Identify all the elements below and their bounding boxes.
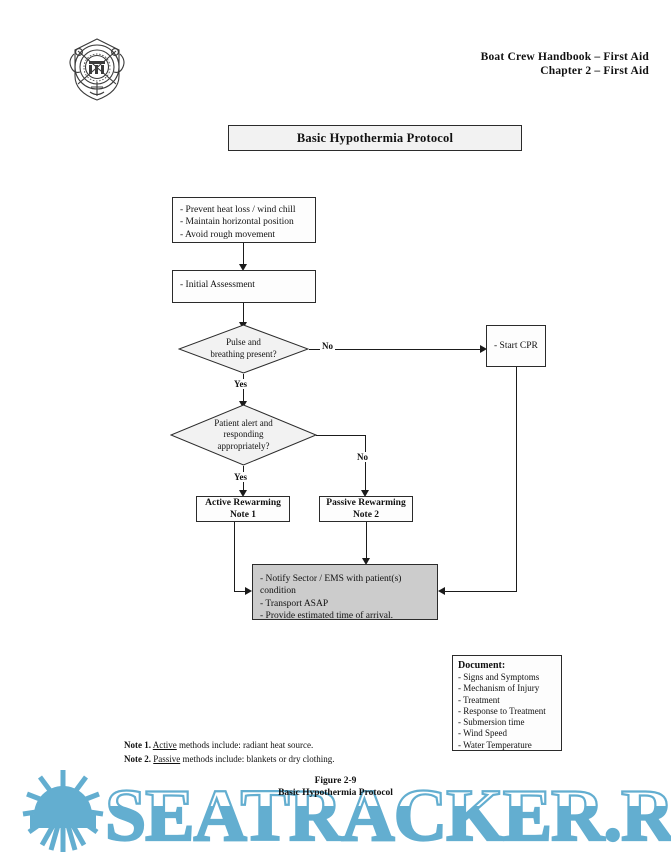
header-line-2: Chapter 2 – First Aid xyxy=(540,65,649,77)
start-cpr-text: - Start CPR xyxy=(494,341,538,351)
figure-title: Basic Hypothermia Protocol xyxy=(278,787,393,798)
notify-line-2: - Transport ASAP xyxy=(260,598,329,609)
node-prevent-heat-loss: - Prevent heat loss / wind chill - Maint… xyxy=(172,197,316,243)
note-1-label: Note 1. xyxy=(124,740,151,750)
document-item: - Wind Speed xyxy=(458,728,507,739)
note-1-text: methods include: radiant heat source. xyxy=(176,740,314,750)
document-panel-heading: Document: xyxy=(458,660,506,671)
page-header: Boat Crew Handbook – First Aid Chapter 2… xyxy=(481,50,649,78)
figure-number: Figure 2-9 xyxy=(314,776,357,786)
document-checklist-panel: Document: - Signs and Symptoms - Mechani… xyxy=(452,655,562,751)
connector-decision1-yes xyxy=(243,374,244,405)
decision-pulse-breathing-text: Pulse and breathing present? xyxy=(178,324,309,374)
arrowhead-decision2 xyxy=(239,401,247,408)
arrowhead-start-cpr xyxy=(480,345,487,353)
edge-label-no-2: No xyxy=(355,452,370,462)
arrowhead-active-rewarming xyxy=(239,490,247,497)
note-2-label: Note 2. xyxy=(124,754,151,764)
connector-decision2-no-v xyxy=(365,435,366,493)
document-item: - Signs and Symptoms xyxy=(458,672,540,682)
document-item: - Water Temperature xyxy=(458,739,532,750)
decision2-line-2: responding xyxy=(223,429,264,440)
notify-line-1: - Notify Sector / EMS with patient(s) co… xyxy=(260,574,402,597)
prevent-line-2: - Maintain horizontal position xyxy=(180,217,294,228)
active-rewarming-line-1: Active Rewarming xyxy=(205,498,281,508)
passive-rewarming-line-2: Note 2 xyxy=(352,510,380,520)
decision1-line-2: breathing present? xyxy=(210,349,277,359)
decision1-line-1: Pulse and xyxy=(226,337,261,348)
note-1: Note 1. Active methods include: radiant … xyxy=(124,738,334,752)
chart-title-box: Basic Hypothermia Protocol xyxy=(228,125,522,151)
decision-pulse-breathing: Pulse and breathing present? xyxy=(178,324,309,374)
header-line-1: Boat Crew Handbook – First Aid xyxy=(480,51,649,63)
node-notify-transport: - Notify Sector / EMS with patient(s) co… xyxy=(252,564,438,622)
node-start-cpr: - Start CPR xyxy=(486,325,546,367)
document-item: - Submersion time xyxy=(458,717,525,728)
connector-decision1-no xyxy=(309,349,484,350)
connector-prevent-to-initial xyxy=(243,243,244,266)
note-1-term: Active xyxy=(152,740,177,750)
document-item: - Response to Treatment xyxy=(458,705,546,716)
note-2-term: Passive xyxy=(153,754,181,764)
document-item: - Mechanism of Injury xyxy=(458,683,540,694)
edge-label-yes-2: Yes xyxy=(232,472,249,482)
arrowhead-notify-right xyxy=(438,587,445,595)
node-active-rewarming: Active Rewarming Note 1 xyxy=(196,496,290,522)
active-rewarming-line-2: Note 1 xyxy=(229,510,257,520)
connector-active-to-notify-h xyxy=(234,591,248,592)
connector-cpr-to-notify-v xyxy=(516,367,517,591)
initial-assessment-text: - Initial Assessment xyxy=(180,280,255,290)
node-initial-assessment: - Initial Assessment xyxy=(172,270,316,303)
arrowhead-passive-rewarming xyxy=(361,490,369,497)
figure-caption: Figure 2-9 Basic Hypothermia Protocol xyxy=(0,776,671,799)
prevent-line-1: - Prevent heat loss / wind chill xyxy=(180,205,296,215)
document-item: - Treatment xyxy=(458,694,500,705)
note-2: Note 2. Passive methods include: blanket… xyxy=(124,752,334,766)
connector-decision2-no-h xyxy=(316,435,366,436)
notes-block: Note 1. Active methods include: radiant … xyxy=(124,738,334,766)
node-passive-rewarming: Passive Rewarming Note 2 xyxy=(319,496,413,522)
note-2-text: methods include: blankets or dry clothin… xyxy=(180,754,335,764)
decision-patient-alert: Patient alert and responding appropriate… xyxy=(170,404,317,466)
notify-line-3: - Provide estimated time of arrival. xyxy=(260,611,393,622)
decision2-line-1: Patient alert and xyxy=(214,417,273,428)
passive-rewarming-line-1: Passive Rewarming xyxy=(326,498,406,508)
coast-guard-seal-icon xyxy=(62,34,132,104)
decision2-line-3: appropriately? xyxy=(217,440,270,451)
arrowhead-notify-left xyxy=(245,587,252,595)
connector-passive-to-notify xyxy=(366,522,367,561)
chart-title-text: Basic Hypothermia Protocol xyxy=(296,130,454,145)
connector-cpr-to-notify-h xyxy=(444,591,517,592)
edge-label-yes-1: Yes xyxy=(232,379,249,389)
connector-active-to-notify-v xyxy=(234,522,235,591)
arrowhead-notify-top xyxy=(362,558,370,565)
prevent-line-3: - Avoid rough movement xyxy=(180,229,276,240)
decision-patient-alert-text: Patient alert and responding appropriate… xyxy=(170,404,317,466)
arrowhead-initial xyxy=(239,264,247,271)
connector-initial-to-decision1 xyxy=(243,303,244,325)
edge-label-no-1: No xyxy=(320,341,335,351)
